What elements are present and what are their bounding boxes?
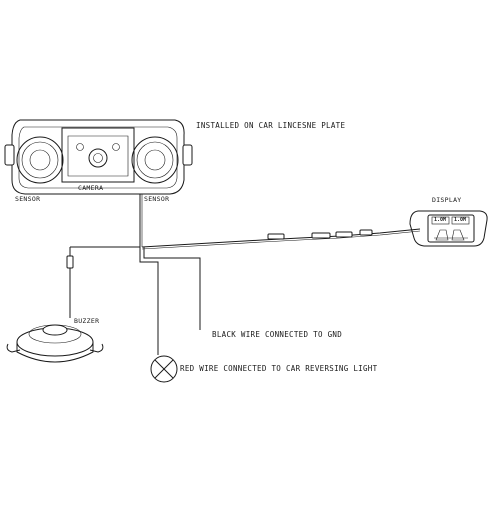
black-wire-label: BLACK WIRE CONNECTED TO GND xyxy=(212,330,343,339)
sensor-left-label: SENSOR xyxy=(15,195,41,203)
display-unit xyxy=(409,210,488,247)
display-reading-left: 1.0M xyxy=(434,217,447,223)
right-sensor xyxy=(131,136,179,184)
camera-label: CAMERA xyxy=(78,184,104,192)
installed-label: INSTALLED ON CAR LINCESNE PLATE xyxy=(196,121,346,130)
left-sensor xyxy=(16,136,64,184)
cable-harness xyxy=(66,194,421,355)
reversing-light-symbol xyxy=(150,355,178,383)
sensor-right-label: SENSOR xyxy=(144,195,170,203)
buzzer-device xyxy=(6,324,104,363)
camera-sensor-bar xyxy=(4,119,193,195)
buzzer-label: BUZZER xyxy=(74,317,100,325)
red-wire-label: RED WIRE CONNECTED TO CAR REVERSING LIGH… xyxy=(180,364,378,373)
display-label: DISPLAY xyxy=(432,196,462,204)
camera-lens xyxy=(76,143,120,168)
display-reading-right: 1.0M xyxy=(454,217,467,223)
